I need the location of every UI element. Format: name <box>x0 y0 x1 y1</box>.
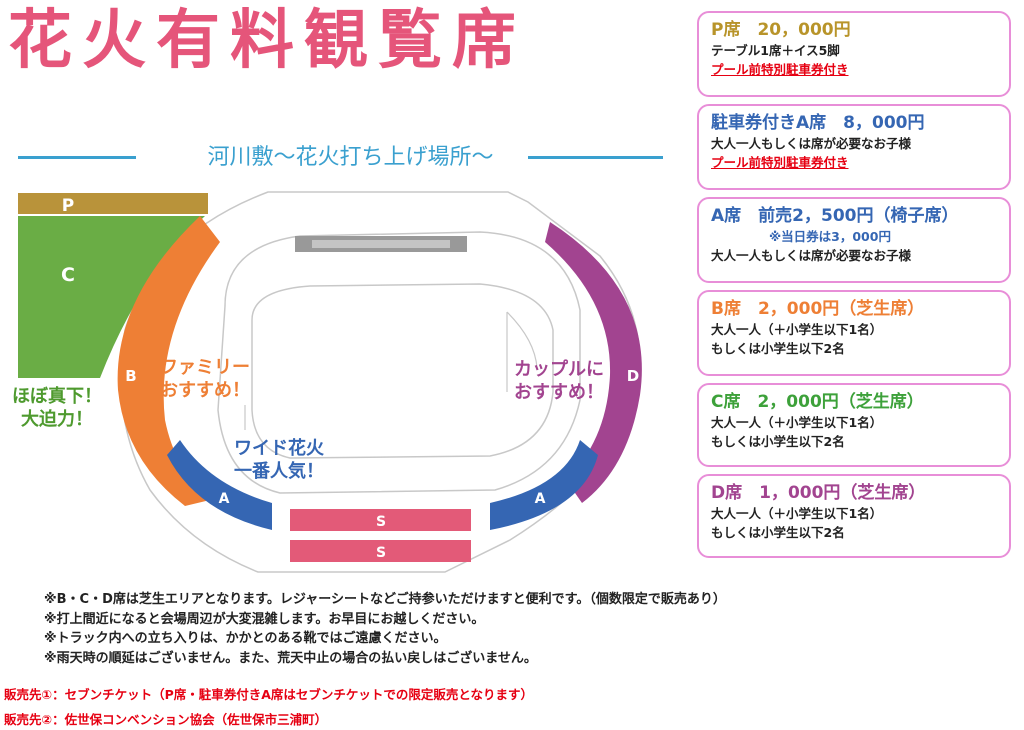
page-title: 花火有料観覧席 <box>8 4 526 78</box>
track-inner <box>251 283 554 459</box>
card-heading: B席 2，000円（芝生席） <box>711 299 925 319</box>
c-callout: ほぼ真下！ 大迫力！ <box>12 386 102 430</box>
card-heading: 駐車券付きA席 8，000円 <box>711 113 925 133</box>
couple-callout: カップルに おすすめ！ <box>514 359 604 403</box>
section-s1-label: S <box>376 514 386 530</box>
card-heading: P席 20，000円 <box>711 20 851 40</box>
price-card-p: P席 20，000円 テーブル1席＋イス5脚 プール前特別駐車券付き <box>697 11 1011 97</box>
section-c-label: C <box>61 264 75 286</box>
section-d-label: D <box>627 367 639 385</box>
seating-map: P C B D A A S S <box>18 191 642 573</box>
price-card-c: C席 2，000円（芝生席） 大人一人（＋小学生以下1名） もしくは小学生以下2… <box>697 383 1011 467</box>
section-s-1 <box>290 509 471 531</box>
river-banner: 河川敷～花火打ち上げ場所～ <box>18 140 663 176</box>
track-outer <box>217 231 581 494</box>
notes-list: ※B・C・D席は芝生エリアとなります。レジャーシートなどご持参いただけますと便利… <box>44 590 726 668</box>
section-a-right-label: A <box>535 491 546 507</box>
note-item: ※雨天時の順延はございません。また、荒天中止の場合の払い戻しはございません。 <box>44 650 537 666</box>
section-c <box>18 216 205 378</box>
sales-outlet-2: 販売先②：佐世保コンベンション協会（佐世保市三浦町） <box>4 712 328 727</box>
note-item: ※B・C・D席は芝生エリアとなります。レジャーシートなどご持参いただけますと便利… <box>44 592 726 607</box>
section-p <box>18 193 208 214</box>
price-card-a: A席 前売2，500円（椅子席） ※当日券は3，000円 大人一人もしくは席が必… <box>697 197 1011 283</box>
price-card-b: B席 2，000円（芝生席） 大人一人（＋小学生以下1名） もしくは小学生以下2… <box>697 290 1011 376</box>
section-s-2 <box>290 540 471 562</box>
sales-outlet-1: 販売先①：セブンチケット（P席・駐車券付きA席はセブンチケットでの限定販売となり… <box>4 687 534 702</box>
note-item: ※打上間近になると会場周辺が大変混雑します。お早目にお越しください。 <box>44 611 485 627</box>
card-heading: D席 1，000円（芝生席） <box>711 483 926 503</box>
section-a-left-label: A <box>219 491 230 507</box>
section-a-right <box>490 440 598 530</box>
inner-lane-right <box>506 311 538 392</box>
card-heading: C席 2，000円（芝生席） <box>711 392 924 412</box>
price-card-parking-a: 駐車券付きA席 8，000円 大人一人もしくは席が必要なお子様 プール前特別駐車… <box>697 104 1011 190</box>
section-s2-label: S <box>376 545 386 561</box>
section-a-left <box>167 440 272 530</box>
river-label: 河川敷～花火打ち上げ場所～ <box>207 145 494 170</box>
section-d <box>545 222 642 503</box>
section-b-label: B <box>125 367 136 385</box>
family-callout: ファミリー おすすめ！ <box>160 357 250 401</box>
wide-callout: ワイド花火 一番人気！ <box>234 438 324 482</box>
section-b <box>117 216 220 506</box>
section-p-label: P <box>62 196 74 216</box>
note-item: ※トラック内への立ち入りは、かかとのある靴ではご遠慮ください。 <box>44 631 447 646</box>
stage-bar-center <box>312 240 450 248</box>
river-line-right <box>528 156 663 159</box>
river-line-left <box>18 156 136 159</box>
price-card-d: D席 1，000円（芝生席） 大人一人（＋小学生以下1名） もしくは小学生以下2… <box>697 474 1011 558</box>
card-heading: A席 前売2，500円（椅子席） <box>711 206 959 226</box>
